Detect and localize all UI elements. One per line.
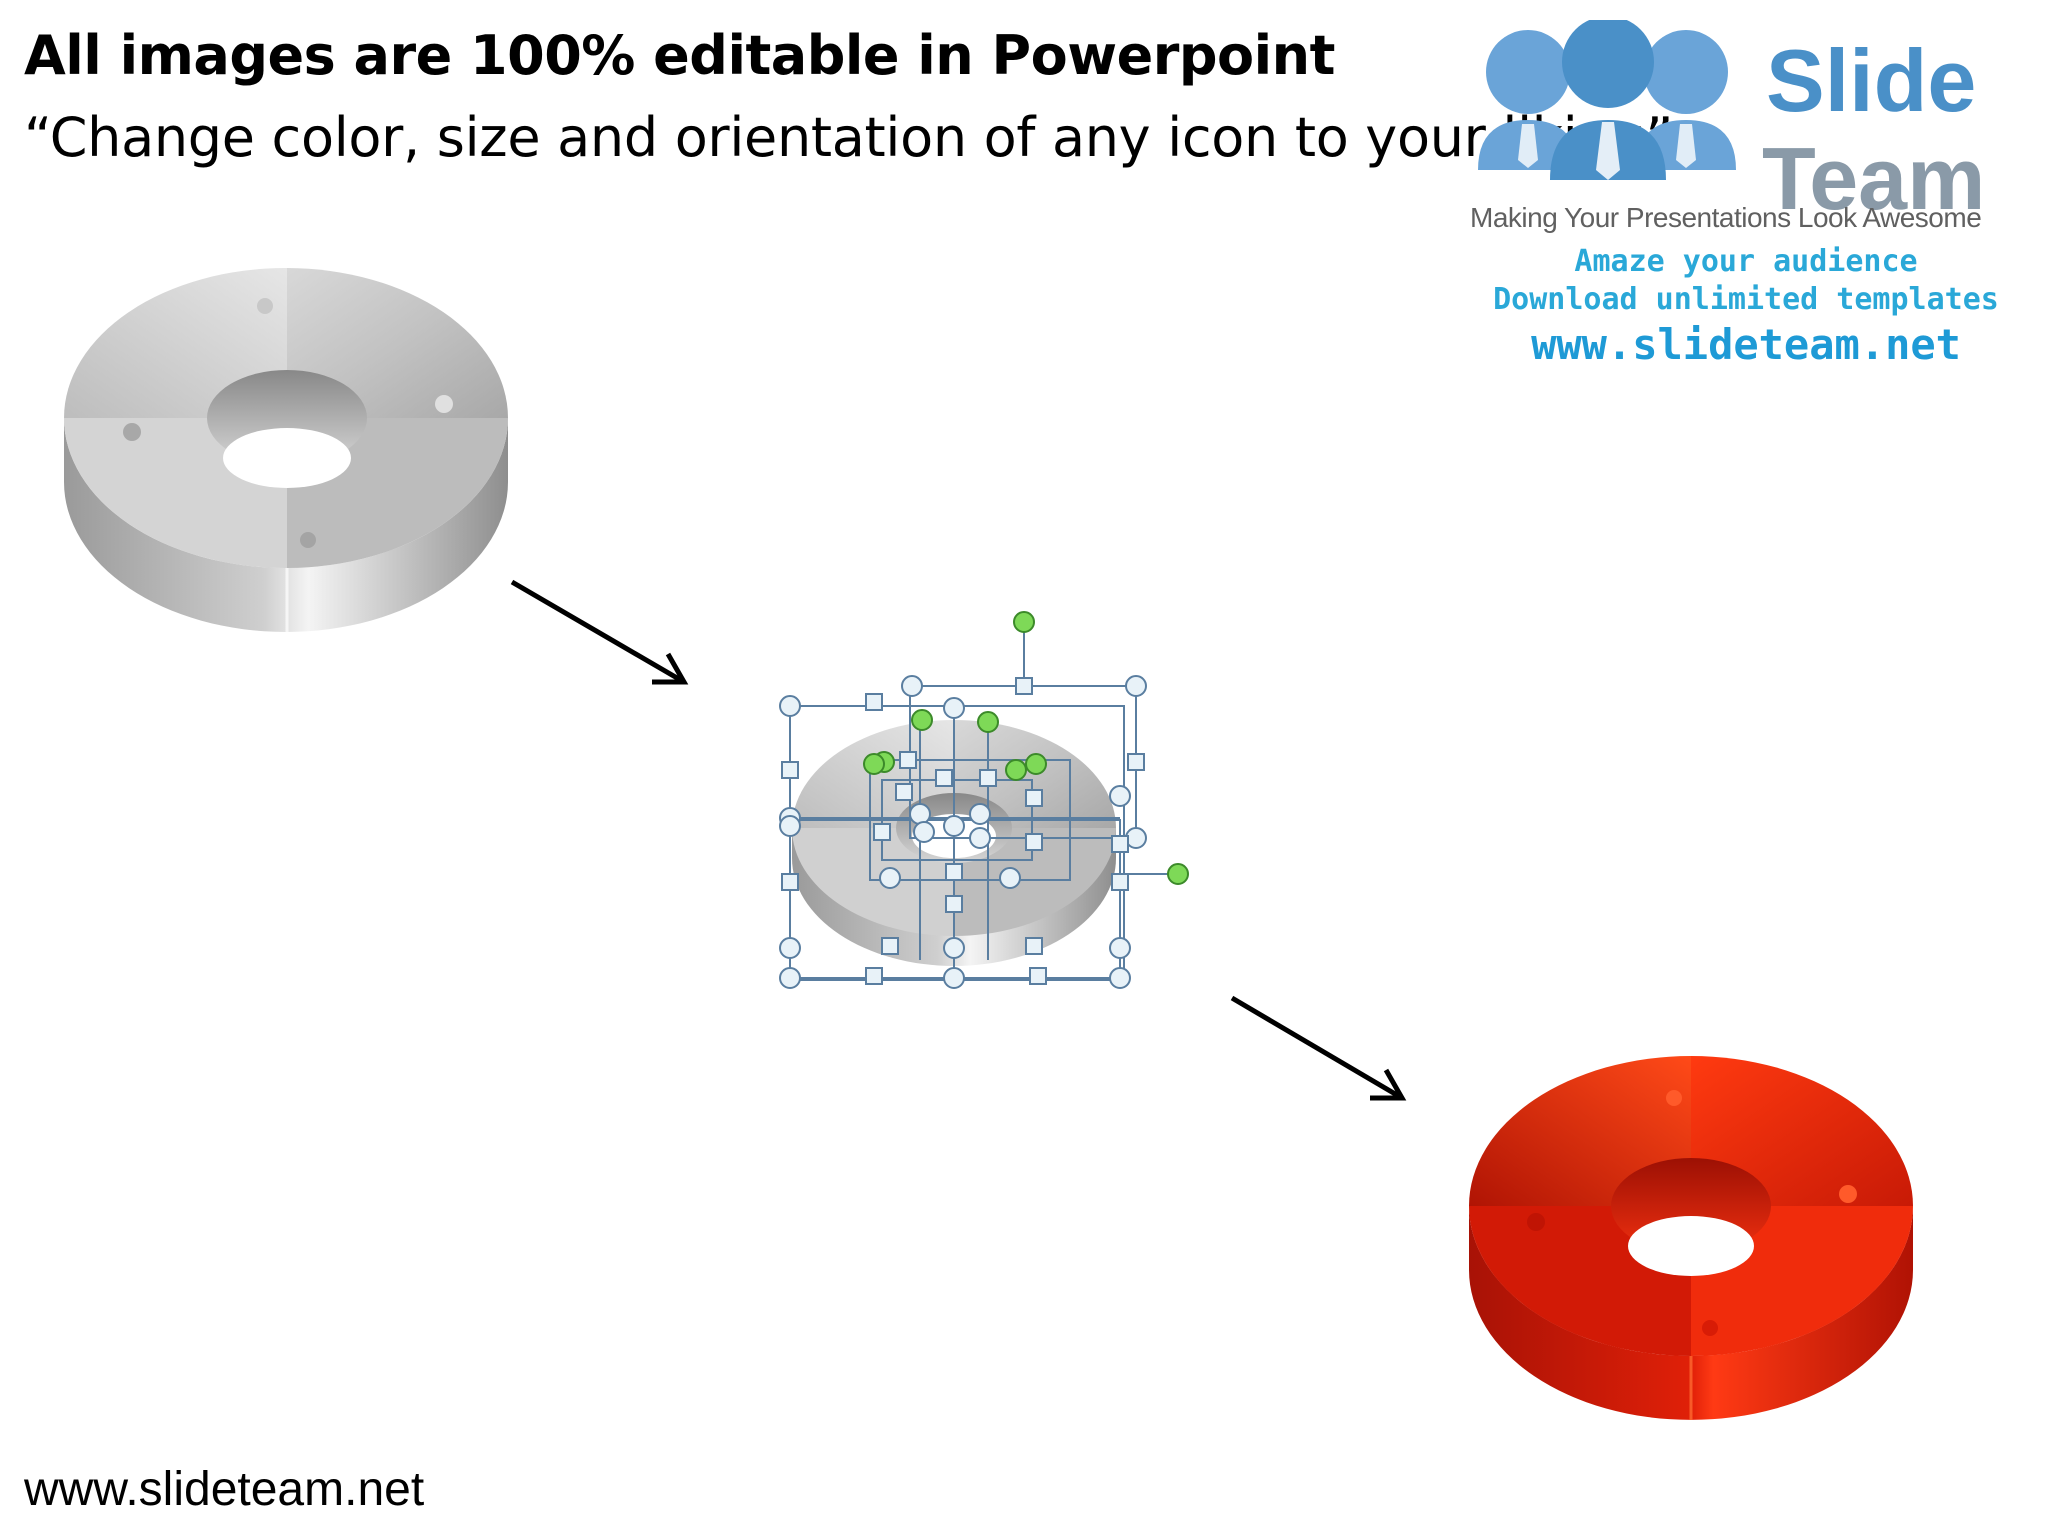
logo-promo-line-1: Amaze your audience [1574,244,1918,279]
logo-tagline: Making Your Presentations Look Awesome [1470,202,1982,233]
logo-brand-team: Team [1762,129,1986,228]
arrow-icon [1230,995,1407,1101]
logo-brand-slide: Slide [1766,31,1977,130]
slideteam-logo[interactable]: Slide Team Making Your Presentations Loo… [1468,20,2028,390]
arrow-icon [510,579,689,685]
slide-subtitle: “Change color, size and orientation of a… [24,106,1674,169]
gray-donut-puzzle-icon[interactable] [64,267,508,632]
logo-promo-url[interactable]: www.slideteam.net [1531,320,1961,369]
slideteam-people-logo-icon [1478,20,1736,180]
red-donut-puzzle-icon[interactable] [1469,1056,1913,1420]
slide-title: All images are 100% editable in Powerpoi… [24,24,1335,87]
shape-selection-handles[interactable] [779,611,1189,989]
footer-url[interactable]: www.slideteam.net [24,1463,425,1516]
logo-promo-line-2: Download unlimited templates [1493,282,1999,317]
